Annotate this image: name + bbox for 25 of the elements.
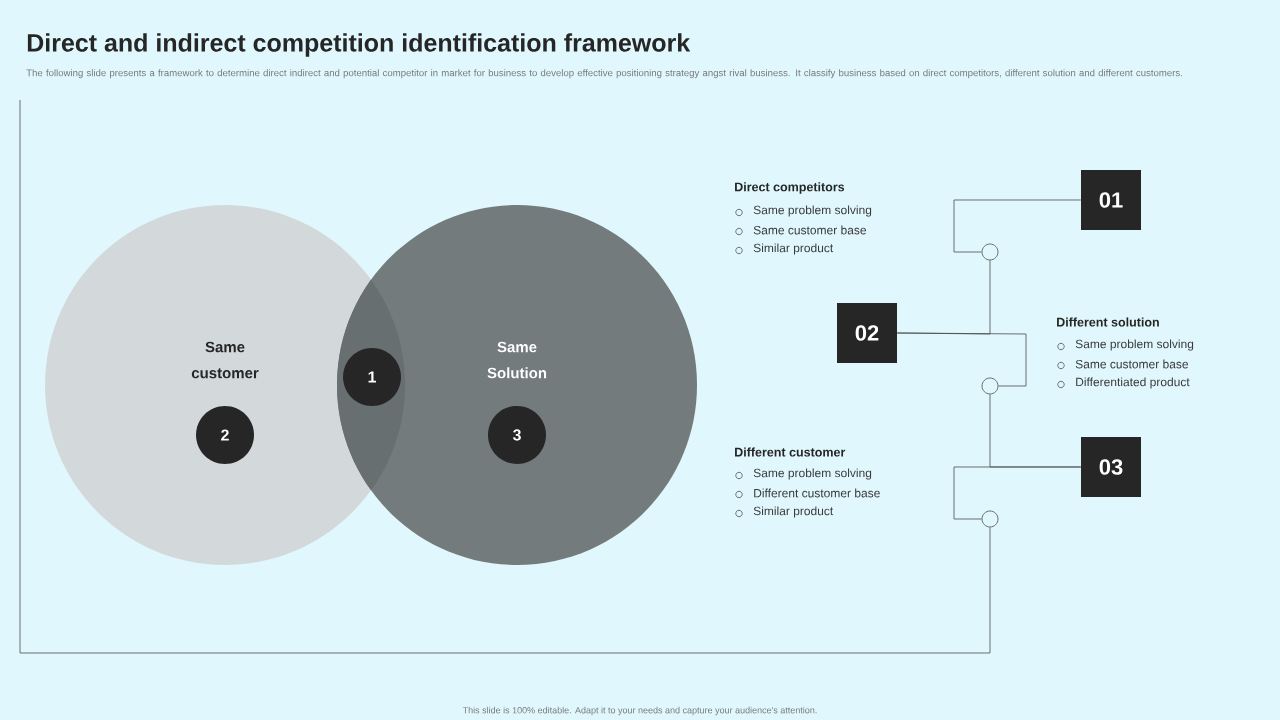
number-box: 02 [837, 303, 897, 363]
connector-line [953, 199, 1082, 253]
number-box: 03 [1081, 437, 1141, 497]
list-item: Different customer base [754, 488, 880, 498]
title: Direct and indirect competition identification framework [27, 33, 691, 57]
connector-circle [981, 510, 999, 528]
footer-note: This slide is 100% editable. Adapt it to your needs and capture your audience's attention. [462, 706, 817, 716]
list-item: Same problem solving [753, 468, 872, 480]
list-item: Similar product [753, 243, 834, 255]
connector-line [896, 332, 1027, 387]
connector-line [19, 99, 991, 654]
list-item: Same problem solving [753, 205, 872, 217]
list-item: Similar product [753, 506, 834, 518]
list-item: Same problem solving [1075, 339, 1194, 351]
heading: Different solution [1057, 317, 1159, 327]
heading: Direct competitors [735, 182, 845, 194]
subtitle: The following slide presents a framework to determine direct indirect and potential competitor in market for business to develop effective positioning strategy angst rival business. It classify business based on direct competitors, different solution and different customers. [26, 69, 1182, 79]
connector-circle [981, 243, 999, 261]
number-box: 01 [1081, 170, 1141, 230]
list-item: Same customer base [753, 225, 867, 235]
connector-circle [981, 377, 999, 395]
heading: Different customer [735, 447, 846, 457]
connector-line [953, 466, 1082, 520]
list-item: Differentiated product [1076, 377, 1190, 389]
list-item: Same customer base [1075, 359, 1189, 369]
